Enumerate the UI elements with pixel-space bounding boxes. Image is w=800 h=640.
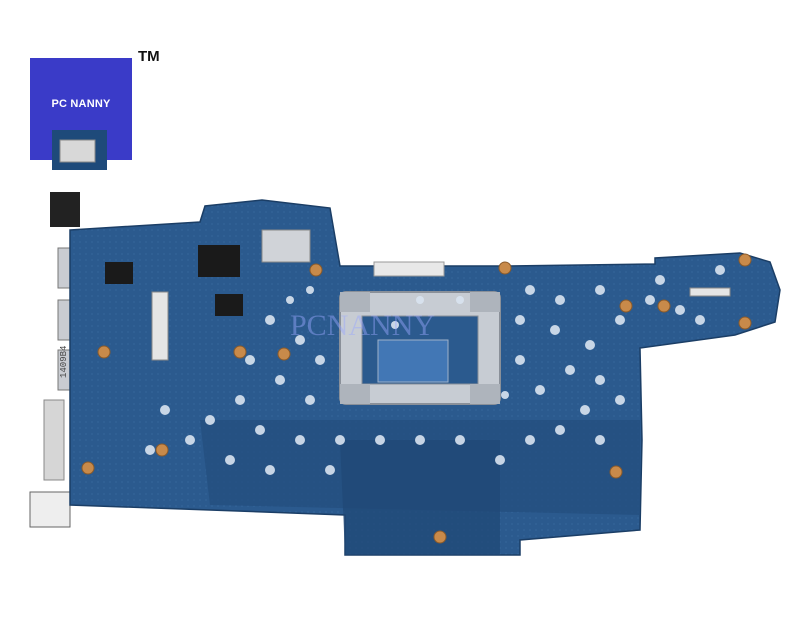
sd-card-slot xyxy=(261,229,311,263)
mounting-holes xyxy=(145,265,725,475)
cpu-mount-bracket xyxy=(339,291,501,405)
battery-connector xyxy=(373,261,445,277)
trademark-symbol: TM xyxy=(138,48,160,65)
screw-pads xyxy=(81,253,752,544)
chips xyxy=(43,245,731,481)
connector-label: 1409B4 xyxy=(59,346,69,378)
watermark: PCNANNY xyxy=(290,309,435,342)
brand-logo-text: PC NANNY xyxy=(51,98,111,110)
